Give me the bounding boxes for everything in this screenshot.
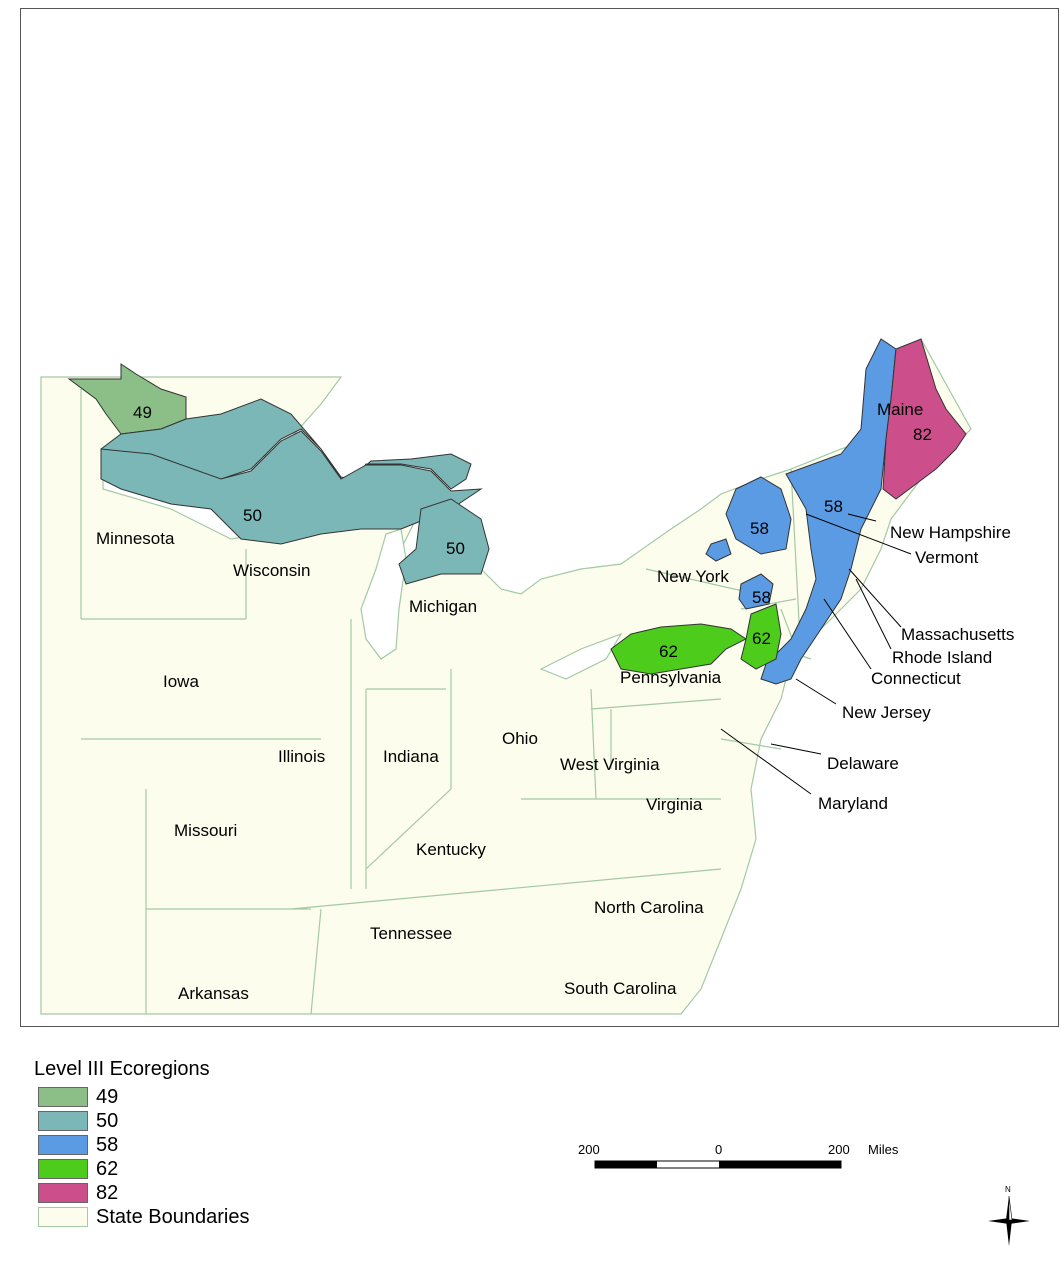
legend-label-58: 58 (96, 1133, 119, 1156)
state-label-delaware: Delaware (827, 754, 899, 773)
state-label-vermont: Vermont (915, 548, 979, 567)
legend-item-58: 58 (34, 1133, 249, 1157)
state-label-ohio: Ohio (502, 729, 538, 748)
ecoregion-58-small (705, 538, 732, 562)
ecoregion-62-main (610, 623, 747, 675)
scale-bar: 200 0 200 Miles (578, 1142, 899, 1169)
eco-label-62-b: 62 (752, 629, 771, 648)
scale-label-right: 200 (828, 1142, 850, 1157)
map-frame: 49 50 50 58 58 58 62 62 82 Minnesota Wis… (20, 8, 1059, 1027)
scale-bar-seg-1 (595, 1161, 657, 1168)
legend-swatch-49 (38, 1087, 88, 1107)
eco-label-62-a: 62 (659, 642, 678, 661)
eco-label-82: 82 (913, 425, 932, 444)
ecoregion-58-adirondack (725, 476, 792, 555)
state-label-michigan: Michigan (409, 597, 477, 616)
map-canvas: 49 50 50 58 58 58 62 62 82 Minnesota Wis… (40, 338, 1014, 1015)
state-label-indiana: Indiana (383, 747, 439, 766)
north-arrow-icon: N (988, 1185, 1030, 1246)
state-label-arkansas: Arkansas (178, 984, 249, 1003)
eco-label-58-c: 58 (752, 588, 771, 607)
legend-item-62: 62 (34, 1157, 249, 1181)
state-label-new-york: New York (657, 567, 729, 586)
state-label-maryland: Maryland (818, 794, 888, 813)
legend-title: Level III Ecoregions (34, 1058, 210, 1080)
ecoregion-62-east (740, 603, 782, 670)
scale-bar-seg-2 (719, 1161, 841, 1168)
eco-label-49: 49 (133, 403, 152, 422)
legend-item-state-boundaries: State Boundaries (34, 1205, 249, 1229)
legend-swatch-62 (38, 1159, 88, 1179)
scale-label-center: 0 (715, 1142, 722, 1157)
state-label-south-carolina: South Carolina (564, 979, 677, 998)
legend-swatch-50 (38, 1111, 88, 1131)
legend: Level III Ecoregions 49 50 58 62 82 Stat… (34, 1058, 249, 1229)
ecoregion-49 (67, 363, 187, 435)
ecoregion-58-catskill (738, 573, 774, 610)
state-label-new-jersey: New Jersey (842, 703, 931, 722)
legend-swatch-state-boundaries (38, 1207, 88, 1227)
legend-swatch-82 (38, 1183, 88, 1203)
state-label-kentucky: Kentucky (416, 840, 486, 859)
eco-label-58-a: 58 (750, 519, 769, 538)
eco-label-50-b: 50 (446, 539, 465, 558)
state-label-wisconsin: Wisconsin (233, 561, 310, 580)
state-label-connecticut: Connecticut (871, 669, 961, 688)
state-label-virginia: Virginia (646, 795, 703, 814)
legend-label-62: 62 (96, 1157, 119, 1180)
legend-label-50: 50 (96, 1109, 119, 1132)
state-label-pennsylvania: Pennsylvania (620, 668, 722, 687)
eco-label-50-a: 50 (243, 506, 262, 525)
state-label-minnesota: Minnesota (96, 529, 175, 548)
state-label-north-carolina: North Carolina (594, 898, 704, 917)
state-label-west-virginia: West Virginia (560, 755, 660, 774)
legend-swatch-58 (38, 1135, 88, 1155)
north-letter: N (1005, 1185, 1011, 1194)
scale-label-unit: Miles (868, 1142, 899, 1157)
legend-item-50: 50 (34, 1109, 249, 1133)
leader-lines (720, 513, 912, 795)
scale-label-left: 200 (578, 1142, 600, 1157)
state-label-rhode-island: Rhode Island (892, 648, 992, 667)
eco-label-58-b: 58 (824, 497, 843, 516)
ecoregion-50-north (100, 398, 472, 490)
ecoregion-50-main (100, 430, 483, 545)
state-label-illinois: Illinois (278, 747, 325, 766)
lake-michigan (360, 528, 407, 660)
ecoregion-58-newengland (760, 338, 897, 685)
state-label-new-hampshire: New Hampshire (890, 523, 1011, 542)
ecoregion-82 (882, 338, 967, 500)
state-label-massachusetts: Massachusetts (901, 625, 1014, 644)
state-label-maine: Maine (877, 400, 923, 419)
legend-label-state-boundaries: State Boundaries (96, 1205, 250, 1228)
state-label-iowa: Iowa (163, 672, 199, 691)
legend-item-49: 49 (34, 1085, 249, 1109)
ecoregion-50-lower-mi (398, 498, 490, 585)
legend-label-82: 82 (96, 1181, 119, 1204)
state-label-missouri: Missouri (174, 821, 237, 840)
state-label-tennessee: Tennessee (370, 924, 452, 943)
legend-item-82: 82 (34, 1181, 249, 1205)
legend-label-49: 49 (96, 1085, 119, 1108)
